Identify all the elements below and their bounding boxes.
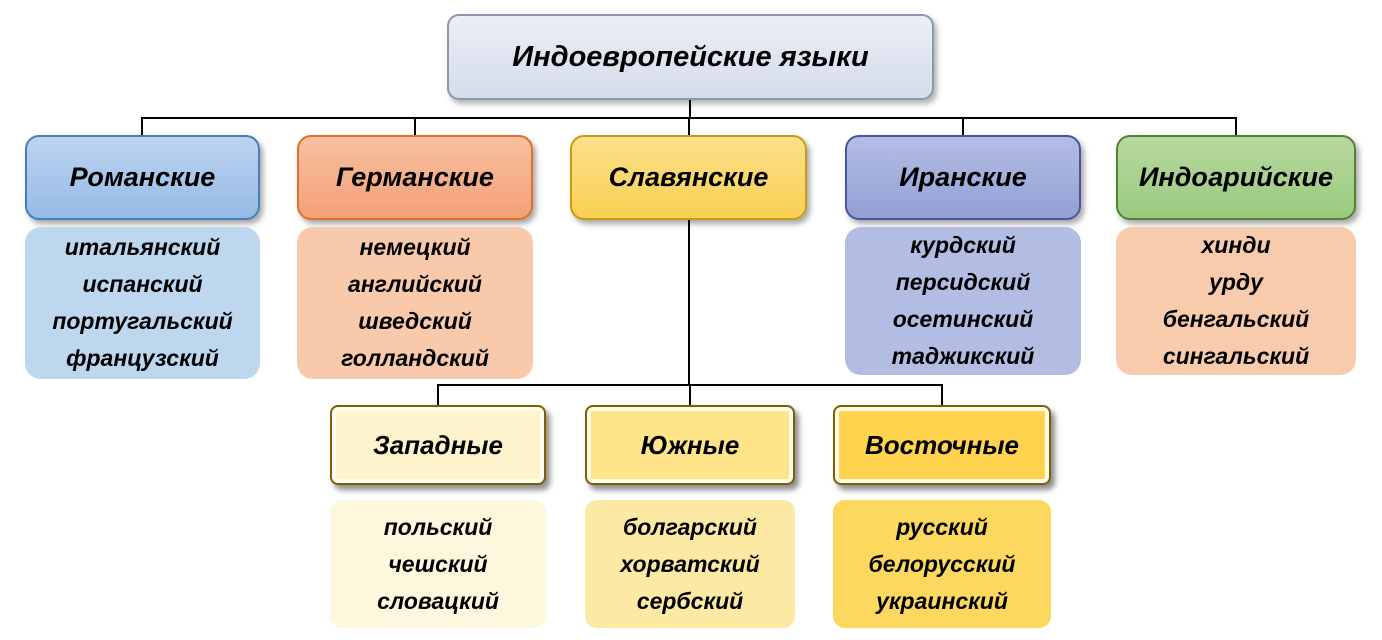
connector-indoaryan-stub [1235,117,1237,135]
language-item: бенгальский [1162,306,1310,332]
language-item: польский [383,513,493,540]
root-node: Индоевропейские языки [447,14,934,100]
root-label: Индоевропейские языки [512,40,869,73]
language-item: белорусский [868,550,1016,577]
connector-western-stub [437,384,439,405]
branch-slavic-header: Славянские [570,135,807,220]
slavic-western-header: Западные [330,405,546,485]
eastern-language-list: русский белорусский украинский [833,500,1051,628]
branch-label: Германские [336,162,494,192]
language-item: португальский [52,308,233,334]
language-item: английский [348,271,482,297]
connector-slavic-vertical [688,220,690,386]
connector-germanic-stub [414,117,416,135]
language-item: русский [896,513,988,540]
language-item: болгарский [623,513,757,540]
branch-label: Иранские [899,162,1027,192]
language-item: курдский [910,232,1016,258]
language-item: сербский [636,587,744,614]
branch-germanic-header: Германские [297,135,533,220]
language-item: немецкий [359,234,471,260]
connector-eastern-stub [941,384,943,405]
indoaryan-language-list: хинди урду бенгальский сингальский [1116,227,1356,375]
language-item: украинский [876,587,1008,614]
connector-root-vertical [689,100,691,119]
romance-language-list: итальянский испанский португальский фран… [25,227,260,379]
branch-label: Индоарийские [1139,162,1333,192]
southern-language-list: болгарский хорватский сербский [585,500,795,628]
language-item: итальянский [64,234,221,260]
slavic-southern-header: Южные [585,405,795,485]
language-item: чешский [388,550,488,577]
iranian-language-list: курдский персидский осетинский таджикски… [845,227,1081,375]
subgroup-label: Восточные [864,429,1019,460]
language-item: французский [66,345,219,371]
branch-indoaryan-header: Индоарийские [1116,135,1356,220]
language-item: хинди [1201,232,1271,258]
language-item: голландский [341,345,489,371]
language-item: испанский [82,271,203,297]
western-language-list: польский чешский словацкий [330,500,546,628]
subgroup-label: Южные [640,429,740,460]
connector-romance-stub [141,117,143,135]
language-item: осетинский [892,306,1034,332]
language-item: шведский [358,308,472,334]
language-item: хорватский [620,550,760,577]
branch-label: Славянские [608,162,769,192]
branch-romance-header: Романские [25,135,260,220]
language-item: таджикский [891,343,1035,369]
connector-slavic-stub [688,117,690,135]
connector-southern-stub [689,384,691,405]
slavic-eastern-header: Восточные [833,405,1051,485]
connector-iranian-stub [962,117,964,135]
subgroup-label: Западные [373,429,503,460]
language-item: сингальский [1162,343,1310,369]
branch-label: Романские [69,162,216,192]
germanic-language-list: немецкий английский шведский голландский [297,227,533,379]
branch-iranian-header: Иранские [845,135,1081,220]
language-item: урду [1209,269,1263,295]
language-item: словацкий [377,587,499,614]
language-item: персидский [895,269,1031,295]
